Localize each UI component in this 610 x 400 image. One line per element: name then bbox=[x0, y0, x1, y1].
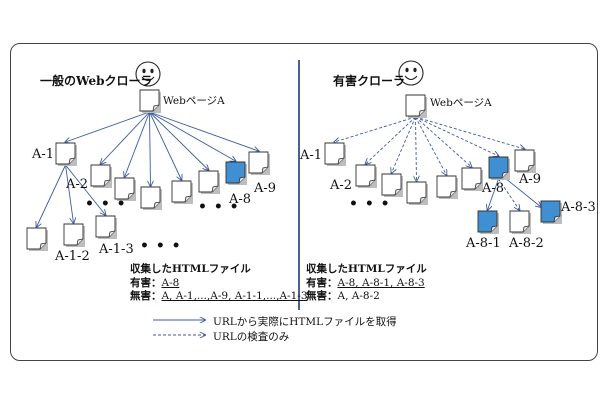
left-harmless-line: 無害：A, A-1,...,A-9, A-1-1,...,A-1-3 bbox=[130, 288, 308, 303]
right-page-child-2 bbox=[355, 164, 377, 188]
left-page-grandchild-1 bbox=[26, 227, 48, 251]
legend-solid-label: URLから実際にHTMLファイルを取得 bbox=[213, 316, 397, 328]
right-arrow-a-6 bbox=[415, 116, 472, 167]
right-page-grandchild-1 bbox=[477, 210, 499, 234]
left-page-grandchild-2 bbox=[63, 223, 85, 247]
left-harmful-value: A-8 bbox=[161, 277, 180, 289]
left-harmless-value: A, A-1,...,A-9, A-1-1,...,A-1-3 bbox=[161, 290, 308, 302]
left-page-child-3 bbox=[114, 177, 136, 201]
right-page-grandchild-2 bbox=[509, 210, 531, 234]
right-arrow-a-4 bbox=[416, 116, 417, 181]
left-arrow-a1-1 bbox=[37, 164, 66, 227]
right-harmless-line: 無害：A, A-8-2 bbox=[306, 288, 380, 303]
right-page-child-6 bbox=[461, 167, 483, 191]
left-page-child-5 bbox=[171, 180, 193, 204]
left-collected-title: 収集したHTMLファイル bbox=[130, 263, 251, 275]
left-title: 一般のWebクローラ bbox=[40, 74, 153, 88]
right-page-a bbox=[405, 94, 427, 118]
left-harmful-line: 有害：A-8 bbox=[130, 275, 179, 290]
right-page-child-5 bbox=[436, 175, 458, 199]
right-page-child-3 bbox=[381, 173, 403, 197]
left-arrow-a1-2 bbox=[65, 164, 74, 223]
left-label-a8: A-8 bbox=[229, 192, 252, 207]
left-harmful-label: 有害： bbox=[130, 277, 162, 289]
left-ellipsis-1: • • • bbox=[85, 196, 127, 212]
left-root-label: WebページA bbox=[163, 95, 225, 107]
right-ellipsis: • • • bbox=[349, 196, 391, 212]
left-harmless-label: 無害： bbox=[130, 290, 162, 302]
right-harmful-label: 有害： bbox=[306, 277, 338, 289]
right-label-a1: A-1 bbox=[300, 148, 323, 163]
right-crawler-face-icon bbox=[398, 60, 424, 86]
right-label-a82: A-8-2 bbox=[509, 236, 544, 251]
left-page-child-6 bbox=[198, 170, 220, 194]
legend-dashed-label: URLの検査のみ bbox=[213, 331, 290, 343]
right-label-a9: A-9 bbox=[519, 172, 542, 187]
left-arrow-a-7 bbox=[149, 111, 236, 161]
right-harmless-label: 無害： bbox=[306, 290, 338, 302]
left-label-a12: A-1-2 bbox=[55, 249, 90, 264]
right-page-child-4 bbox=[406, 181, 428, 205]
right-arrow-a8-3 bbox=[502, 175, 542, 207]
right-harmful-line: 有害：A-8, A-8-1, A-8-3 bbox=[306, 275, 425, 290]
left-arrow-a-1 bbox=[66, 111, 150, 142]
right-arrow-a8-2 bbox=[498, 178, 520, 210]
left-arrow-a-2 bbox=[101, 111, 150, 164]
right-arrow-a-2 bbox=[366, 116, 416, 164]
left-arrow-a-3 bbox=[125, 111, 150, 177]
right-harmless-value: A, A-8-2 bbox=[337, 290, 380, 302]
left-page-child-8 bbox=[248, 151, 270, 175]
left-page-child-7 bbox=[225, 161, 247, 185]
left-arrow-a-5 bbox=[149, 111, 182, 180]
left-label-a2: A-2 bbox=[66, 177, 89, 192]
right-label-a81: A-8-1 bbox=[466, 236, 501, 251]
left-arrow-a-6 bbox=[149, 111, 209, 170]
left-ellipsis-2: • • • bbox=[198, 199, 240, 215]
left-arrow-a1-3 bbox=[65, 164, 106, 215]
right-label-a83: A-8-3 bbox=[561, 200, 596, 215]
left-arrow-a-4 bbox=[150, 111, 151, 186]
right-arrow-a-1 bbox=[335, 116, 416, 142]
left-page-grandchild-3 bbox=[95, 215, 117, 239]
right-page-child-8 bbox=[514, 149, 536, 173]
right-page-child-1 bbox=[324, 142, 346, 166]
right-page-grandchild-3 bbox=[540, 200, 562, 224]
right-arrow-a-8 bbox=[415, 116, 525, 149]
left-ellipsis-3: • • • bbox=[140, 238, 182, 254]
left-page-child-4 bbox=[140, 186, 162, 210]
right-arrow-a8-1 bbox=[488, 178, 499, 210]
left-label-a9: A-9 bbox=[254, 181, 277, 196]
left-page-child-1 bbox=[55, 142, 77, 166]
right-title: 有害クローラ bbox=[333, 74, 406, 88]
left-page-a bbox=[139, 89, 161, 113]
right-label-a2: A-2 bbox=[330, 178, 353, 193]
right-collected-title: 収集したHTMLファイル bbox=[306, 263, 427, 275]
left-crawler-face-icon bbox=[135, 61, 161, 87]
left-arrow-a-8 bbox=[149, 111, 259, 151]
right-root-label: WebページA bbox=[430, 97, 492, 109]
right-arrow-a-3 bbox=[392, 116, 416, 173]
left-label-a1: A-1 bbox=[32, 147, 55, 162]
right-arrow-a-5 bbox=[415, 116, 447, 175]
right-page-child-7 bbox=[488, 156, 510, 180]
left-label-a13: A-1-3 bbox=[99, 242, 134, 257]
diagram-frame bbox=[10, 43, 598, 361]
right-arrow-a-7 bbox=[415, 116, 499, 156]
panel-divider bbox=[298, 60, 300, 310]
right-harmful-value: A-8, A-8-1, A-8-3 bbox=[337, 277, 425, 289]
left-page-child-2 bbox=[90, 164, 112, 188]
right-label-a8: A-8 bbox=[482, 181, 505, 196]
